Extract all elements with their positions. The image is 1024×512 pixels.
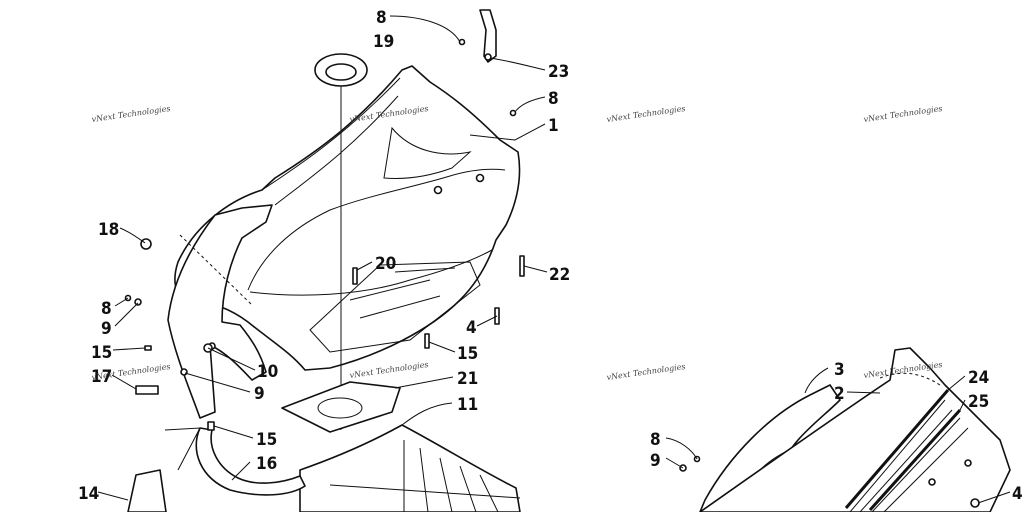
- callout-15: 15: [256, 430, 277, 450]
- fastener-22: [519, 255, 525, 277]
- callout-1: 1: [548, 116, 559, 136]
- part-2-lip: [879, 372, 941, 386]
- callout-numbers: 8 19 23 8 1 18 20 22 8 9 4 15 15 10 17 9…: [78, 8, 1023, 504]
- watermark: vNext Technologies: [91, 362, 171, 382]
- fastener-20: [352, 267, 358, 285]
- callout-23: 23: [548, 62, 569, 82]
- part-14-panel: [127, 469, 167, 512]
- callout-22: 22: [549, 265, 570, 285]
- callout-14: 14: [78, 484, 99, 504]
- part-1-shroud: [174, 65, 521, 371]
- part-19-ring-inner: [325, 63, 357, 81]
- watermark: vNext Technologies: [91, 104, 171, 124]
- part-23-hole: [484, 53, 492, 61]
- callout-15: 15: [91, 343, 112, 363]
- watermark: vNext Technologies: [349, 360, 429, 380]
- part-21-plate: [281, 381, 401, 433]
- callout-11: 11: [457, 395, 478, 415]
- fastener-8-top: [458, 38, 466, 46]
- callout-9: 9: [650, 451, 661, 471]
- callout-18: 18: [98, 220, 119, 240]
- watermark: vNext Technologies: [606, 362, 686, 382]
- callout-17: 17: [91, 367, 112, 387]
- part-24-stripe: [844, 389, 950, 509]
- watermark: vNext Technologies: [606, 104, 686, 124]
- callout-8: 8: [101, 299, 112, 319]
- part-2-cover: [699, 347, 1011, 512]
- callout-10: 10: [257, 362, 278, 382]
- callout-21: 21: [457, 369, 478, 389]
- part-21-opening: [317, 397, 363, 419]
- fastener-8-right: [509, 109, 517, 117]
- callout-19: 19: [373, 32, 394, 52]
- part-14-detail: [164, 427, 201, 471]
- callout-4: 4: [466, 318, 477, 338]
- part-1-left-flap-detail: [179, 234, 253, 306]
- callout-24: 24: [968, 368, 989, 388]
- part-1-lip: [261, 77, 401, 206]
- part-11-ribs: [329, 440, 521, 512]
- part-2-vents: [849, 399, 969, 512]
- bolt-hole: [433, 185, 443, 195]
- fastener-15-lower: [207, 421, 215, 431]
- part-1-recess: [247, 168, 506, 291]
- callout-16: 16: [256, 454, 277, 474]
- callout-9: 9: [101, 319, 112, 339]
- part-1-floor-rib: [349, 267, 456, 319]
- callout-8: 8: [650, 430, 661, 450]
- fastener-18: [140, 238, 152, 250]
- part-1-floor: [309, 261, 481, 353]
- callout-4: 4: [1012, 484, 1023, 504]
- part-1-window: [383, 126, 472, 179]
- fastener-15-mid: [424, 333, 430, 349]
- bolt-hole-right: [964, 459, 972, 467]
- callout-25: 25: [968, 392, 989, 412]
- callout-8: 8: [376, 8, 387, 28]
- fastener-9-left: [134, 298, 142, 306]
- callout-20: 20: [375, 254, 396, 274]
- side-panel-assembly: [679, 347, 1011, 512]
- fastener-9-lower: [180, 368, 188, 376]
- belly-pan-assembly: [124, 9, 525, 512]
- callout-3: 3: [834, 360, 845, 380]
- part-11-lower-pan: [299, 424, 521, 512]
- part-16-strap: [195, 427, 306, 496]
- part-25-stripe: [868, 408, 962, 512]
- bolt-hole-right: [928, 478, 936, 486]
- part-1-left-flap: [167, 204, 273, 419]
- watermark: vNext Technologies: [863, 104, 943, 124]
- fastener-15-left: [144, 345, 152, 351]
- callout-15: 15: [457, 344, 478, 364]
- fastener-4-right-assy: [970, 498, 980, 508]
- fastener-17: [135, 385, 159, 395]
- leader-lines: [97, 15, 1011, 504]
- callout-9: 9: [254, 384, 265, 404]
- part-23-bracket: [479, 9, 497, 63]
- callout-2: 2: [834, 384, 845, 404]
- bolt-hole: [475, 173, 485, 183]
- callout-8: 8: [548, 89, 559, 109]
